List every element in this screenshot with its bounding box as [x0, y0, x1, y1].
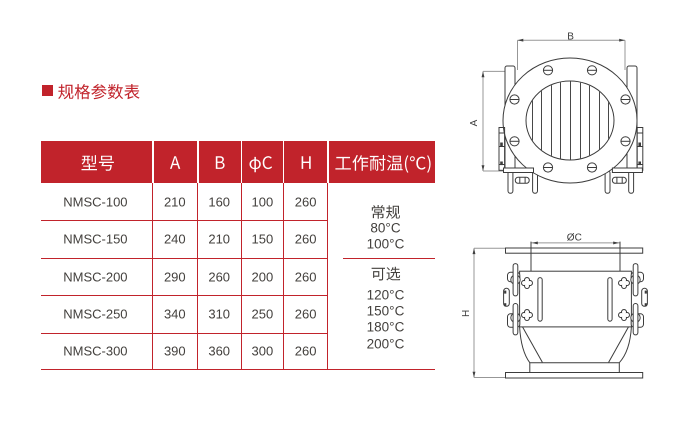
svg-text:B: B	[567, 32, 574, 43]
svg-text:A: A	[469, 119, 480, 126]
svg-text:ØC: ØC	[567, 232, 582, 243]
svg-text:H: H	[461, 310, 472, 317]
